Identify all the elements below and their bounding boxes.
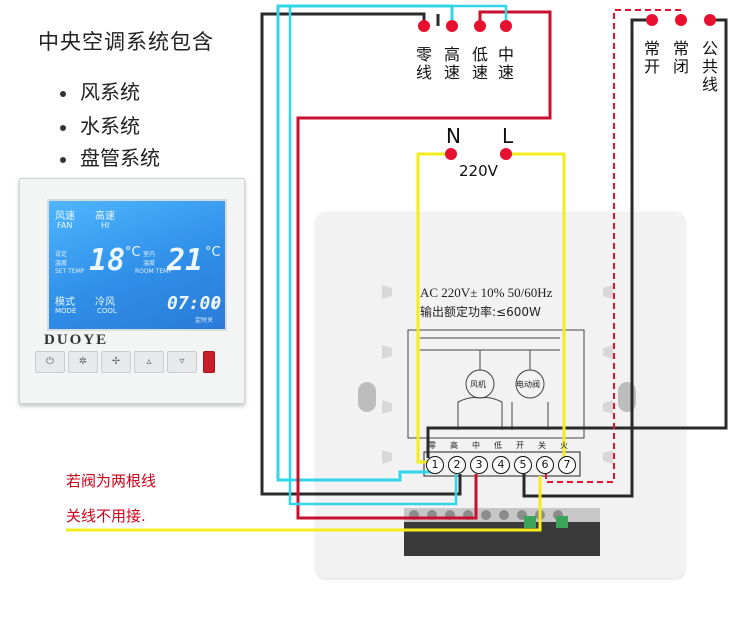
label-n: N [446, 124, 461, 148]
up-button[interactable]: ▵ [134, 351, 164, 373]
speed-label-en: HI [101, 221, 110, 230]
terminal-dot-zero [418, 20, 430, 32]
note-line-2: 关线不用接. [66, 507, 146, 525]
terminal-label: 开 [516, 441, 524, 450]
label-zero-line: 零线 [415, 45, 432, 82]
voltage-label: 220V [459, 162, 498, 180]
heading: 中央空调系统包含 [38, 30, 214, 54]
brand-logo: DUOYE [44, 332, 109, 348]
down-button[interactable]: ▿ [167, 351, 197, 373]
terminal-number: 1 [426, 456, 444, 474]
terminal-number: 6 [536, 456, 554, 474]
room-label: 室内 [143, 251, 156, 258]
valve-symbol-label: 电动阀 [516, 380, 540, 389]
bullet-item: 盘管系统 [60, 142, 160, 171]
set-label-en: SET TEMP [55, 268, 85, 275]
terminal-number: 4 [492, 456, 510, 474]
room-temp-value: 21 [167, 243, 204, 278]
wire-neutral [416, 152, 450, 464]
terminal-label: 高 [450, 441, 458, 450]
terminal-number: 5 [514, 456, 532, 474]
label-low-speed: 低速 [471, 45, 488, 82]
green-terminal [556, 516, 568, 528]
spec-line: AC 220V± 10% 50/60Hz [420, 285, 553, 300]
terminal-dot-low [474, 20, 486, 32]
room-label-en: ROOM TEMP [135, 268, 172, 275]
wire-medium [288, 4, 508, 506]
mode-label: 模式 [55, 297, 75, 308]
valve-leads [511, 350, 549, 430]
terminal-label: 关 [538, 441, 546, 450]
fan-leads [457, 350, 503, 430]
terminal-label: 火 [560, 441, 568, 450]
cool-label: 冷风 [95, 297, 115, 308]
bullet-dot [60, 90, 66, 97]
terminal-number: 3 [470, 456, 488, 474]
wire-note [66, 476, 542, 532]
mode-button[interactable]: ✲ [68, 351, 98, 373]
wire-normally-open [522, 18, 652, 498]
timer-value: 07:00 [167, 293, 222, 314]
indicator-light [203, 351, 215, 373]
clips [382, 285, 613, 464]
thermostat: 风速 FAN 高速 HI 设定 温度 SET TEMP 18 °C 室内 温度 … [19, 178, 245, 404]
green-terminal [524, 516, 536, 528]
terminal-dot-normally-closed [675, 14, 687, 26]
label-normally-open: 常开 [643, 39, 660, 76]
terminal-frame [423, 451, 581, 477]
room-temp-unit: °C [205, 245, 221, 260]
label-medium-speed: 中速 [497, 45, 514, 82]
mode-label-en: MODE [55, 307, 77, 315]
terminal-dot-medium [500, 20, 512, 32]
timer-label: 定时关 [195, 317, 214, 324]
power-rating: 输出额定功率:≤600W [420, 305, 541, 319]
fan-symbol-label: 风机 [470, 380, 486, 389]
label-l: L [502, 124, 514, 148]
terminal-label: 零 [428, 441, 436, 450]
bullet-text: 风系统 [80, 80, 140, 104]
bullet-text: 水系统 [80, 114, 140, 138]
note-line-1: 若阀为两根线 [66, 472, 157, 490]
terminal-label: 低 [494, 441, 502, 450]
room-label-2: 温度 [143, 260, 156, 267]
power-button[interactable]: ⏻ [35, 351, 65, 373]
left-screw-slot [358, 382, 376, 412]
fan-label: 风速 [55, 211, 75, 222]
power-dot-l [500, 148, 512, 160]
bullet-dot [60, 156, 66, 163]
label-normally-closed: 常闭 [672, 39, 689, 76]
fan-label-en: FAN [57, 221, 73, 230]
wire-zero [260, 12, 462, 496]
bullet-dot [60, 124, 66, 131]
terminal-dot-normally-open [646, 14, 658, 26]
terminal-dot-high [446, 20, 458, 32]
button-row: ⏻ ✲ ✢ ▵ ▿ [35, 351, 229, 373]
label-high-speed: 高速 [443, 45, 460, 82]
terminal-dot-common [704, 14, 716, 26]
set-temp-unit: °C [125, 245, 141, 260]
cool-label-en: COOL [97, 307, 117, 315]
set-temp-value: 18 [89, 243, 126, 278]
lcd-screen: 风速 FAN 高速 HI 设定 温度 SET TEMP 18 °C 室内 温度 … [47, 199, 227, 331]
schematic-box [407, 329, 585, 439]
fan-button[interactable]: ✢ [101, 351, 131, 373]
wire-normally-closed [545, 9, 682, 483]
bullet-item: 风系统 [60, 76, 140, 105]
terminal-label: 中 [472, 441, 480, 450]
terminal-number: 2 [448, 456, 466, 474]
wires [66, 4, 728, 532]
set-label-2: 温度 [55, 260, 68, 267]
timer-unit: h [213, 297, 220, 310]
wire-low [296, 10, 552, 520]
speed-label: 高速 [95, 211, 115, 222]
set-label: 设定 [55, 251, 68, 258]
terminal-number: 7 [558, 456, 576, 474]
wire-common [426, 18, 728, 458]
power-dot-n [445, 148, 457, 160]
bullet-item: 水系统 [60, 110, 140, 139]
label-common: 公共线 [701, 39, 718, 94]
bullet-text: 盘管系统 [80, 146, 160, 170]
